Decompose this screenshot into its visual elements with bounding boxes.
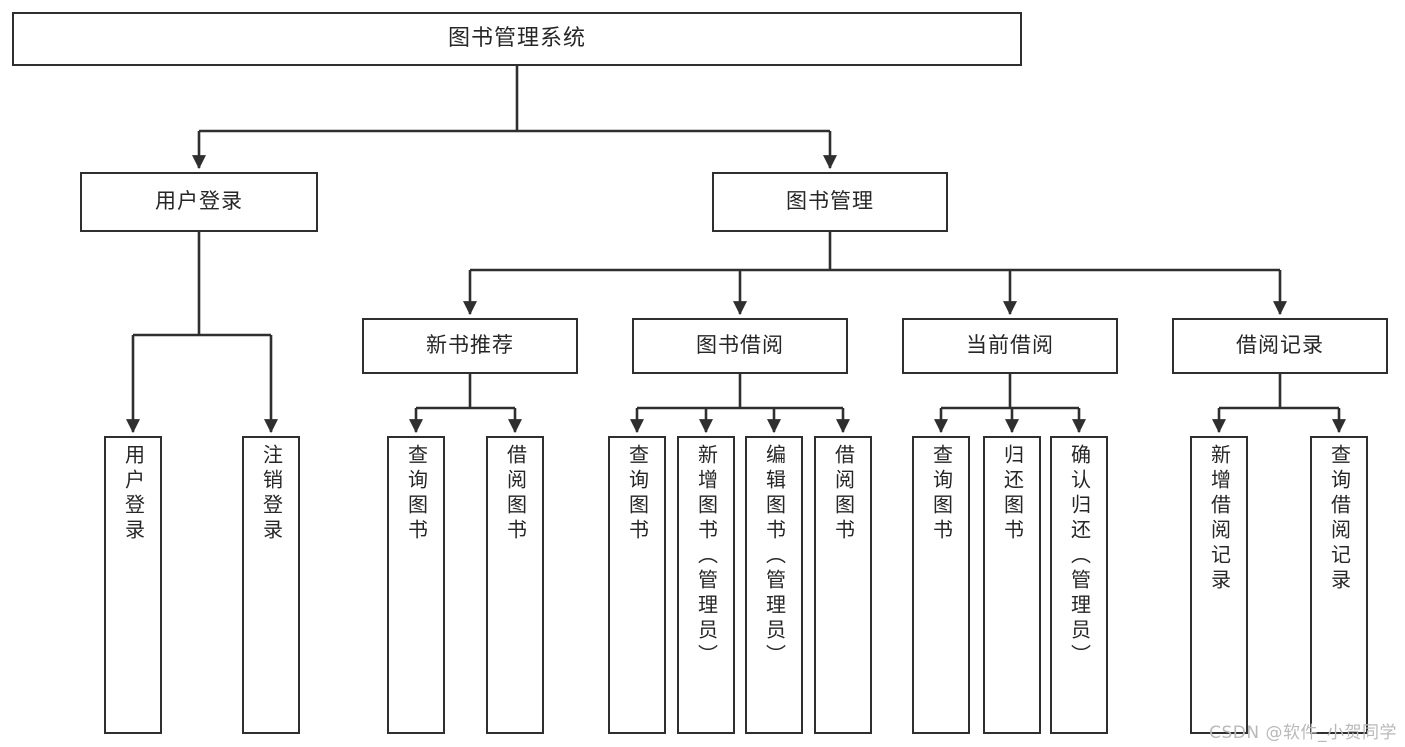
node-leaf-borrow-book-label: 借阅图书: [831, 444, 856, 544]
node-root-system[interactable]: 图书管理系统: [12, 12, 1022, 66]
node-leaf-query-book-recommend[interactable]: 查询图书: [387, 436, 445, 734]
node-book-manage[interactable]: 图书管理: [712, 172, 948, 232]
node-leaf-query-book-current[interactable]: 查询图书: [912, 436, 970, 734]
node-leaf-add-borrow-record[interactable]: 新增借阅记录: [1190, 436, 1248, 734]
node-leaf-borrow-book[interactable]: 借阅图书: [814, 436, 872, 734]
node-leaf-confirm-return-label: 确认归还（管理员）: [1067, 444, 1092, 669]
node-leaf-return-book-label: 归还图书: [1000, 444, 1025, 544]
node-leaf-query-borrow-record-label: 查询借阅记录: [1327, 444, 1352, 594]
node-leaf-add-book[interactable]: 新增图书（管理员）: [677, 436, 735, 734]
watermark-text: CSDN @软件_小贺同学: [1209, 723, 1397, 743]
node-user-login[interactable]: 用户登录: [80, 172, 318, 232]
node-leaf-borrow-book-recommend-label: 借阅图书: [503, 444, 528, 544]
node-leaf-return-book[interactable]: 归还图书: [983, 436, 1041, 734]
node-root-label: 图书管理系统: [447, 25, 586, 51]
node-leaf-add-borrow-record-label: 新增借阅记录: [1207, 444, 1232, 594]
node-leaf-borrow-book-recommend[interactable]: 借阅图书: [486, 436, 544, 734]
node-leaf-logout[interactable]: 注销登录: [242, 436, 300, 734]
node-leaf-user-login[interactable]: 用户登录: [104, 436, 162, 734]
node-user-login-label: 用户登录: [155, 189, 243, 214]
node-borrow-record-label: 借阅记录: [1236, 333, 1324, 358]
node-new-book-recommend-label: 新书推荐: [426, 333, 514, 358]
node-book-borrow[interactable]: 图书借阅: [632, 318, 848, 374]
node-new-book-recommend[interactable]: 新书推荐: [362, 318, 578, 374]
node-book-borrow-label: 图书借阅: [696, 333, 784, 358]
node-leaf-confirm-return[interactable]: 确认归还（管理员）: [1050, 436, 1108, 734]
node-current-borrow-label: 当前借阅: [966, 333, 1054, 358]
node-leaf-query-book-borrow-label: 查询图书: [625, 444, 650, 544]
node-leaf-user-login-label: 用户登录: [121, 444, 146, 544]
node-leaf-add-book-label: 新增图书（管理员）: [694, 444, 719, 669]
node-leaf-logout-label: 注销登录: [259, 444, 284, 544]
node-current-borrow[interactable]: 当前借阅: [902, 318, 1118, 374]
node-leaf-edit-book-label: 编辑图书（管理员）: [762, 444, 787, 669]
node-leaf-query-borrow-record[interactable]: 查询借阅记录: [1310, 436, 1368, 734]
node-leaf-query-book-current-label: 查询图书: [929, 444, 954, 544]
node-borrow-record[interactable]: 借阅记录: [1172, 318, 1388, 374]
node-leaf-edit-book[interactable]: 编辑图书（管理员）: [745, 436, 803, 734]
node-book-manage-label: 图书管理: [786, 189, 874, 214]
node-leaf-query-book-recommend-label: 查询图书: [404, 444, 429, 544]
node-leaf-query-book-borrow[interactable]: 查询图书: [608, 436, 666, 734]
